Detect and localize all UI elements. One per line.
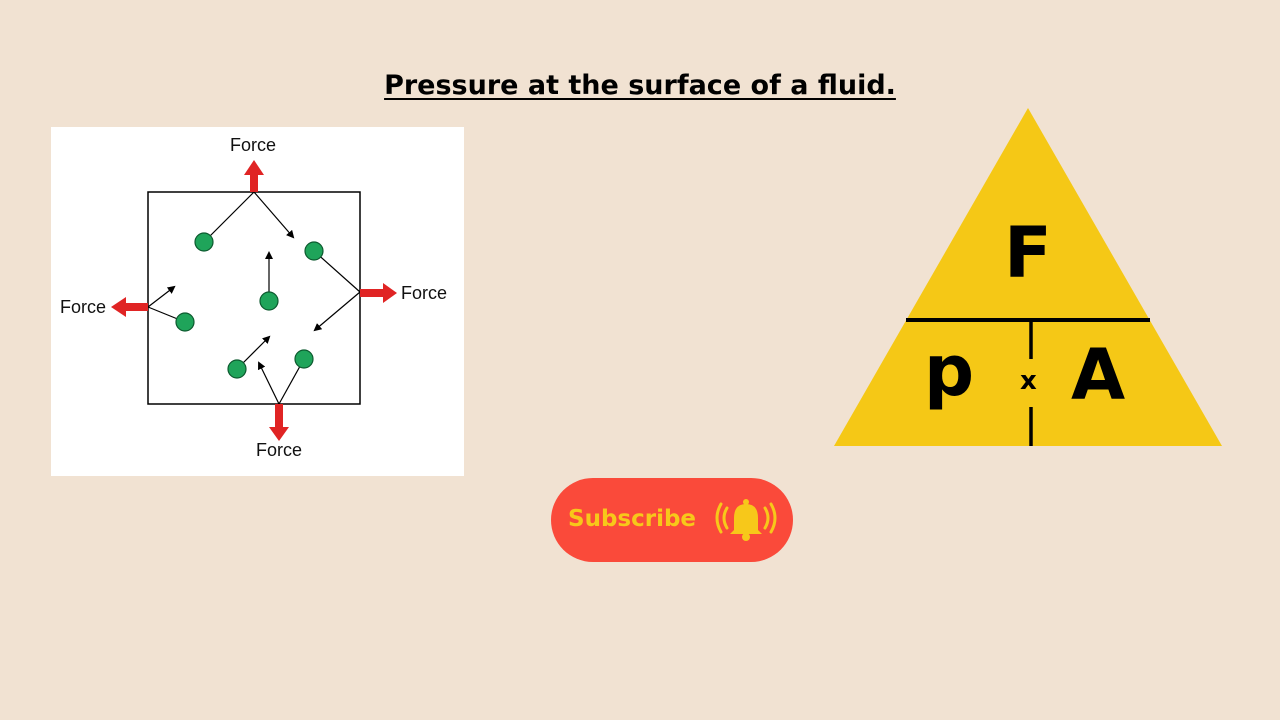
particle-path [148,287,174,307]
fluid-particle [260,292,278,310]
fluid-particle [228,360,246,378]
force-arrow-left [111,297,148,317]
fluid-particle [305,242,323,260]
fluid-particle [195,233,213,251]
particle-path [204,192,254,242]
formula-area-letter: A [1071,340,1125,410]
force-arrow-up [244,160,264,192]
formula-force-letter: F [1004,218,1052,288]
container-box [148,192,360,404]
force-label-bottom: Force [256,440,302,461]
subscribe-label: Subscribe [568,506,696,532]
force-label-right: Force [401,283,447,304]
force-arrow-right [360,283,397,303]
force-label-top: Force [230,135,276,156]
fluid-particle [295,350,313,368]
force-arrow-down [269,404,289,441]
bell-icon [713,496,779,549]
formula-triangle: F p x A [834,108,1222,448]
fluid-particle [176,313,194,331]
particle-path [315,292,360,330]
particle-path [259,363,279,404]
formula-multiply-sign: x [1020,368,1037,394]
formula-pressure-letter: p [924,336,974,406]
page-title: Pressure at the surface of a fluid. [0,70,1280,101]
force-label-left: Force [60,297,106,318]
pressure-diagram: Force Force Force Force [51,127,464,476]
particle-path [254,192,293,237]
subscribe-button[interactable]: Subscribe [551,478,793,562]
